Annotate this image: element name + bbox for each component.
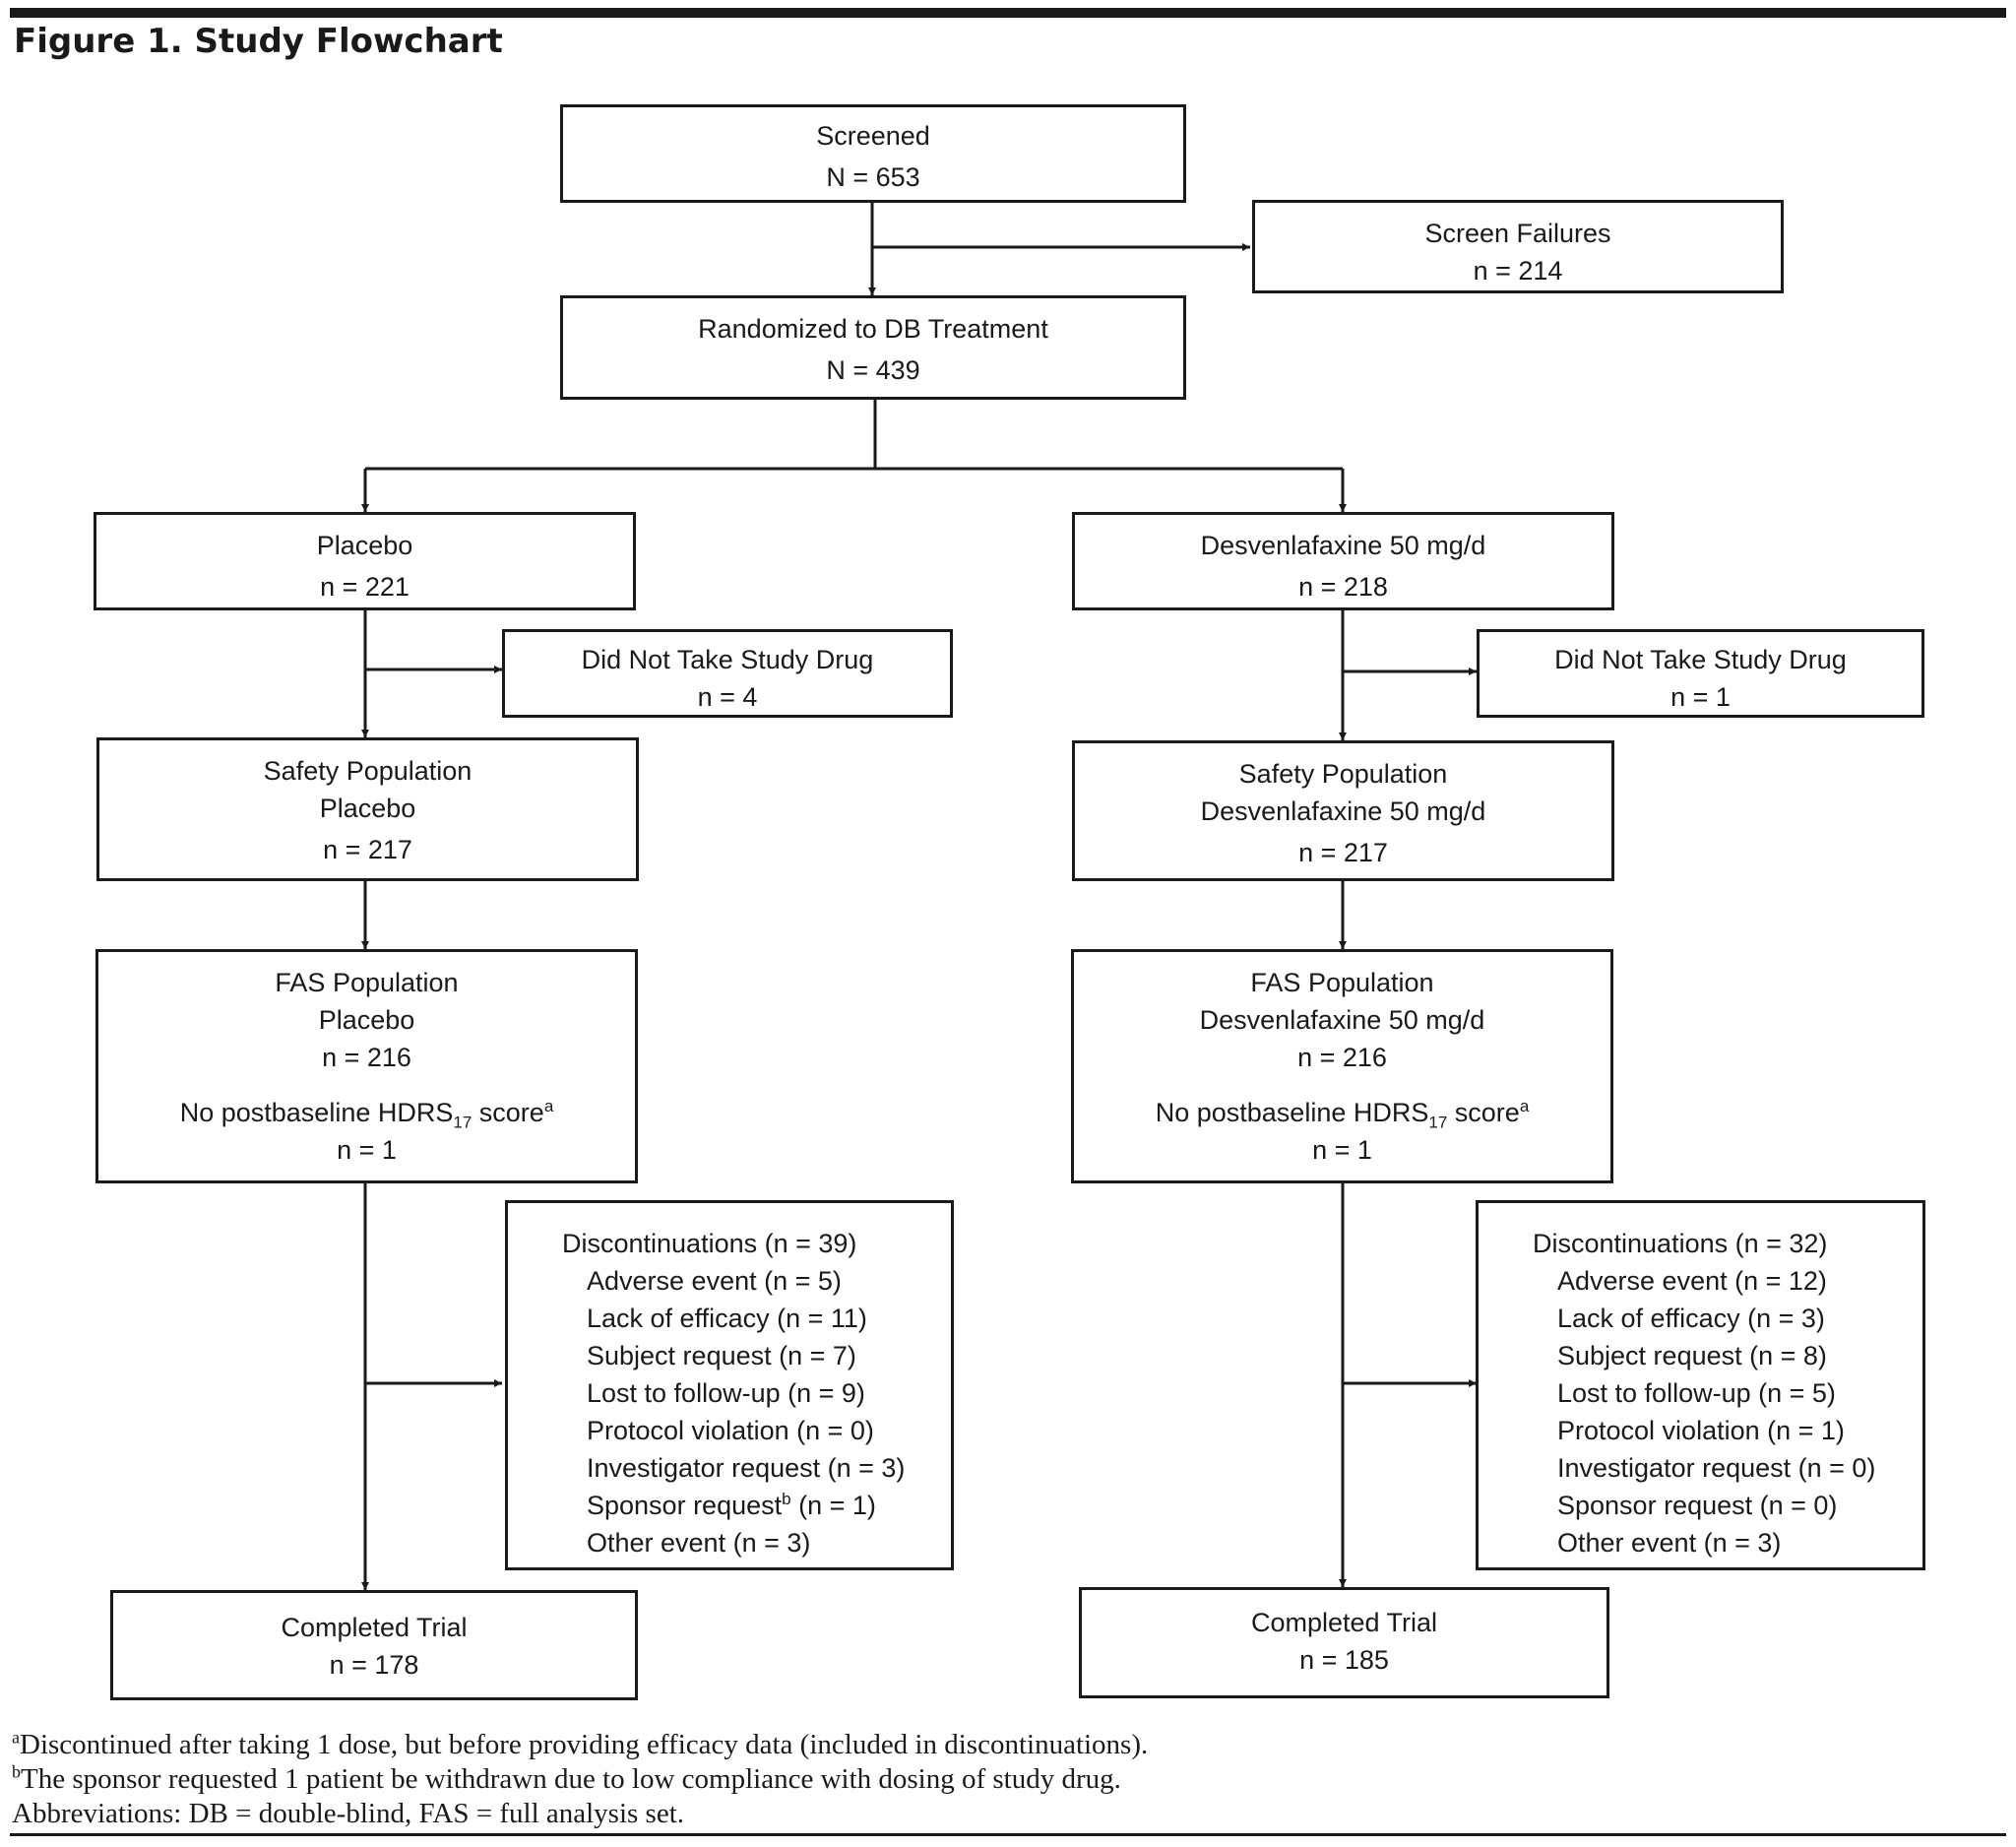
placebo-completed-label: Completed Trial bbox=[281, 1613, 468, 1642]
dvs-fas-box: FAS Population Desvenlafaxine 50 mg/d n … bbox=[1071, 949, 1613, 1183]
placebo-safety-box: Safety Population Placebo n = 217 bbox=[96, 737, 639, 881]
discontinuation-item: Adverse event (n = 12) bbox=[1557, 1266, 1827, 1296]
footnote-b-mark: b bbox=[12, 1761, 21, 1782]
randomized-box: Randomized to DB Treatment N = 439 bbox=[560, 295, 1186, 400]
placebo-did-not-take-box: Did Not Take Study Drug n = 4 bbox=[502, 629, 953, 718]
dvs-discontinuations-box: Discontinuations (n = 32) Adverse event … bbox=[1476, 1200, 1925, 1570]
discontinuation-item: Sponsor request (n = 0) bbox=[1557, 1491, 1838, 1520]
placebo-box: Placebo n = 221 bbox=[94, 512, 636, 610]
placebo-fas-box: FAS Population Placebo n = 216 No postba… bbox=[95, 949, 638, 1183]
placebo-fas-label: FAS Population bbox=[275, 968, 459, 997]
sponsor-request-count: (n = 1) bbox=[790, 1491, 876, 1520]
placebo-fas-group: Placebo bbox=[318, 1005, 415, 1035]
discontinuation-item: Protocol violation (n = 1) bbox=[1557, 1416, 1845, 1445]
dvs-did-not-take-label: Did Not Take Study Drug bbox=[1554, 645, 1847, 674]
bottom-rule bbox=[10, 1833, 2006, 1836]
dvs-label: Desvenlafaxine 50 mg/d bbox=[1200, 531, 1486, 560]
dvs-no-score-count: n = 1 bbox=[1312, 1135, 1372, 1165]
screened-box: Screened N = 653 bbox=[560, 104, 1186, 203]
placebo-label: Placebo bbox=[316, 531, 413, 560]
dvs-fas-group: Desvenlafaxine 50 mg/d bbox=[1199, 1005, 1485, 1035]
discontinuation-item: Sponsor requestb (n = 1) bbox=[508, 1487, 951, 1524]
top-rule bbox=[10, 8, 2006, 18]
discontinuation-item: Subject request (n = 7) bbox=[587, 1341, 856, 1370]
discontinuation-item: Lost to follow-up (n = 5) bbox=[1557, 1378, 1836, 1408]
placebo-did-not-take-count: n = 4 bbox=[697, 682, 758, 712]
discontinuation-item: Lack of efficacy (n = 3) bbox=[1557, 1304, 1825, 1333]
randomized-count: N = 439 bbox=[826, 355, 920, 385]
placebo-discontinuations-header: Discontinuations (n = 39) bbox=[562, 1229, 857, 1258]
footnote-a-text: Discontinued after taking 1 dose, but be… bbox=[20, 1729, 1149, 1760]
dvs-no-score-subscript: 17 bbox=[1428, 1113, 1448, 1132]
dvs-fas-label: FAS Population bbox=[1250, 968, 1434, 997]
dvs-completed-count: n = 185 bbox=[1299, 1645, 1389, 1675]
dvs-safety-box: Safety Population Desvenlafaxine 50 mg/d… bbox=[1072, 740, 1614, 881]
placebo-discontinuations-box: Discontinuations (n = 39) Adverse event … bbox=[505, 1200, 954, 1570]
placebo-did-not-take-label: Did Not Take Study Drug bbox=[581, 645, 874, 674]
footnotes: aDiscontinued after taking 1 dose, but b… bbox=[12, 1728, 2000, 1831]
dvs-completed-box: Completed Trial n = 185 bbox=[1079, 1587, 1609, 1698]
screen-failures-box: Screen Failures n = 214 bbox=[1252, 200, 1784, 293]
dvs-did-not-take-count: n = 1 bbox=[1670, 682, 1731, 712]
placebo-safety-label: Safety Population bbox=[263, 756, 472, 786]
footnote-a: aDiscontinued after taking 1 dose, but b… bbox=[12, 1728, 2000, 1762]
discontinuation-item: Lost to follow-up (n = 9) bbox=[587, 1378, 865, 1408]
screened-label: Screened bbox=[816, 121, 930, 151]
placebo-no-postbaseline-score: No postbaseline HDRS17 scorea bbox=[98, 1094, 635, 1131]
discontinuation-item: Lack of efficacy (n = 11) bbox=[587, 1304, 867, 1333]
discontinuation-item: Adverse event (n = 5) bbox=[587, 1266, 842, 1296]
dvs-completed-label: Completed Trial bbox=[1250, 1608, 1438, 1637]
sponsor-request-text: Sponsor request bbox=[587, 1491, 783, 1520]
sponsor-request-footnote-mark: b bbox=[782, 1490, 791, 1508]
discontinuation-item: Investigator request (n = 3) bbox=[587, 1453, 906, 1483]
placebo-completed-count: n = 178 bbox=[329, 1650, 419, 1680]
placebo-no-score-count: n = 1 bbox=[337, 1135, 397, 1165]
placebo-no-score-subscript: 17 bbox=[453, 1113, 472, 1132]
screened-count: N = 653 bbox=[826, 162, 920, 192]
dvs-no-score-prefix: No postbaseline HDRS bbox=[1155, 1098, 1429, 1127]
discontinuation-item: Investigator request (n = 0) bbox=[1557, 1453, 1876, 1483]
footnote-abbreviations: Abbreviations: DB = double-blind, FAS = … bbox=[12, 1798, 685, 1829]
dvs-no-score-footnote-mark: a bbox=[1519, 1097, 1530, 1115]
dvs-safety-group: Desvenlafaxine 50 mg/d bbox=[1200, 796, 1486, 826]
dvs-no-postbaseline-score: No postbaseline HDRS17 scorea bbox=[1074, 1094, 1610, 1131]
placebo-no-score-footnote-mark: a bbox=[543, 1097, 554, 1115]
randomized-label: Randomized to DB Treatment bbox=[698, 314, 1048, 344]
dvs-safety-count: n = 217 bbox=[1298, 838, 1388, 867]
dvs-box: Desvenlafaxine 50 mg/d n = 218 bbox=[1072, 512, 1614, 610]
dvs-count: n = 218 bbox=[1298, 572, 1388, 602]
placebo-completed-box: Completed Trial n = 178 bbox=[110, 1590, 638, 1700]
discontinuation-item: Protocol violation (n = 0) bbox=[587, 1416, 874, 1445]
discontinuation-item: Other event (n = 3) bbox=[587, 1528, 811, 1558]
footnote-a-mark: a bbox=[12, 1727, 20, 1748]
dvs-safety-label: Safety Population bbox=[1238, 759, 1448, 789]
figure-title: Figure 1. Study Flowchart bbox=[14, 22, 503, 61]
dvs-discontinuations-header: Discontinuations (n = 32) bbox=[1533, 1229, 1828, 1258]
discontinuation-item: Other event (n = 3) bbox=[1557, 1528, 1782, 1558]
placebo-safety-group: Placebo bbox=[319, 794, 416, 823]
footnote-b-text: The sponsor requested 1 patient be withd… bbox=[21, 1763, 1121, 1795]
discontinuation-item: Subject request (n = 8) bbox=[1557, 1341, 1827, 1370]
placebo-safety-count: n = 217 bbox=[323, 835, 412, 864]
screen-failures-count: n = 214 bbox=[1473, 256, 1563, 286]
dvs-did-not-take-box: Did Not Take Study Drug n = 1 bbox=[1477, 629, 1924, 718]
dvs-no-score-suffix: score bbox=[1447, 1098, 1520, 1127]
placebo-count: n = 221 bbox=[320, 572, 410, 602]
footnote-b: bThe sponsor requested 1 patient be with… bbox=[12, 1762, 2000, 1797]
placebo-no-score-prefix: No postbaseline HDRS bbox=[179, 1098, 454, 1127]
placebo-fas-count: n = 216 bbox=[322, 1043, 411, 1072]
dvs-fas-count: n = 216 bbox=[1297, 1043, 1387, 1072]
placebo-no-score-suffix: score bbox=[472, 1098, 544, 1127]
screen-failures-label: Screen Failures bbox=[1424, 219, 1611, 248]
